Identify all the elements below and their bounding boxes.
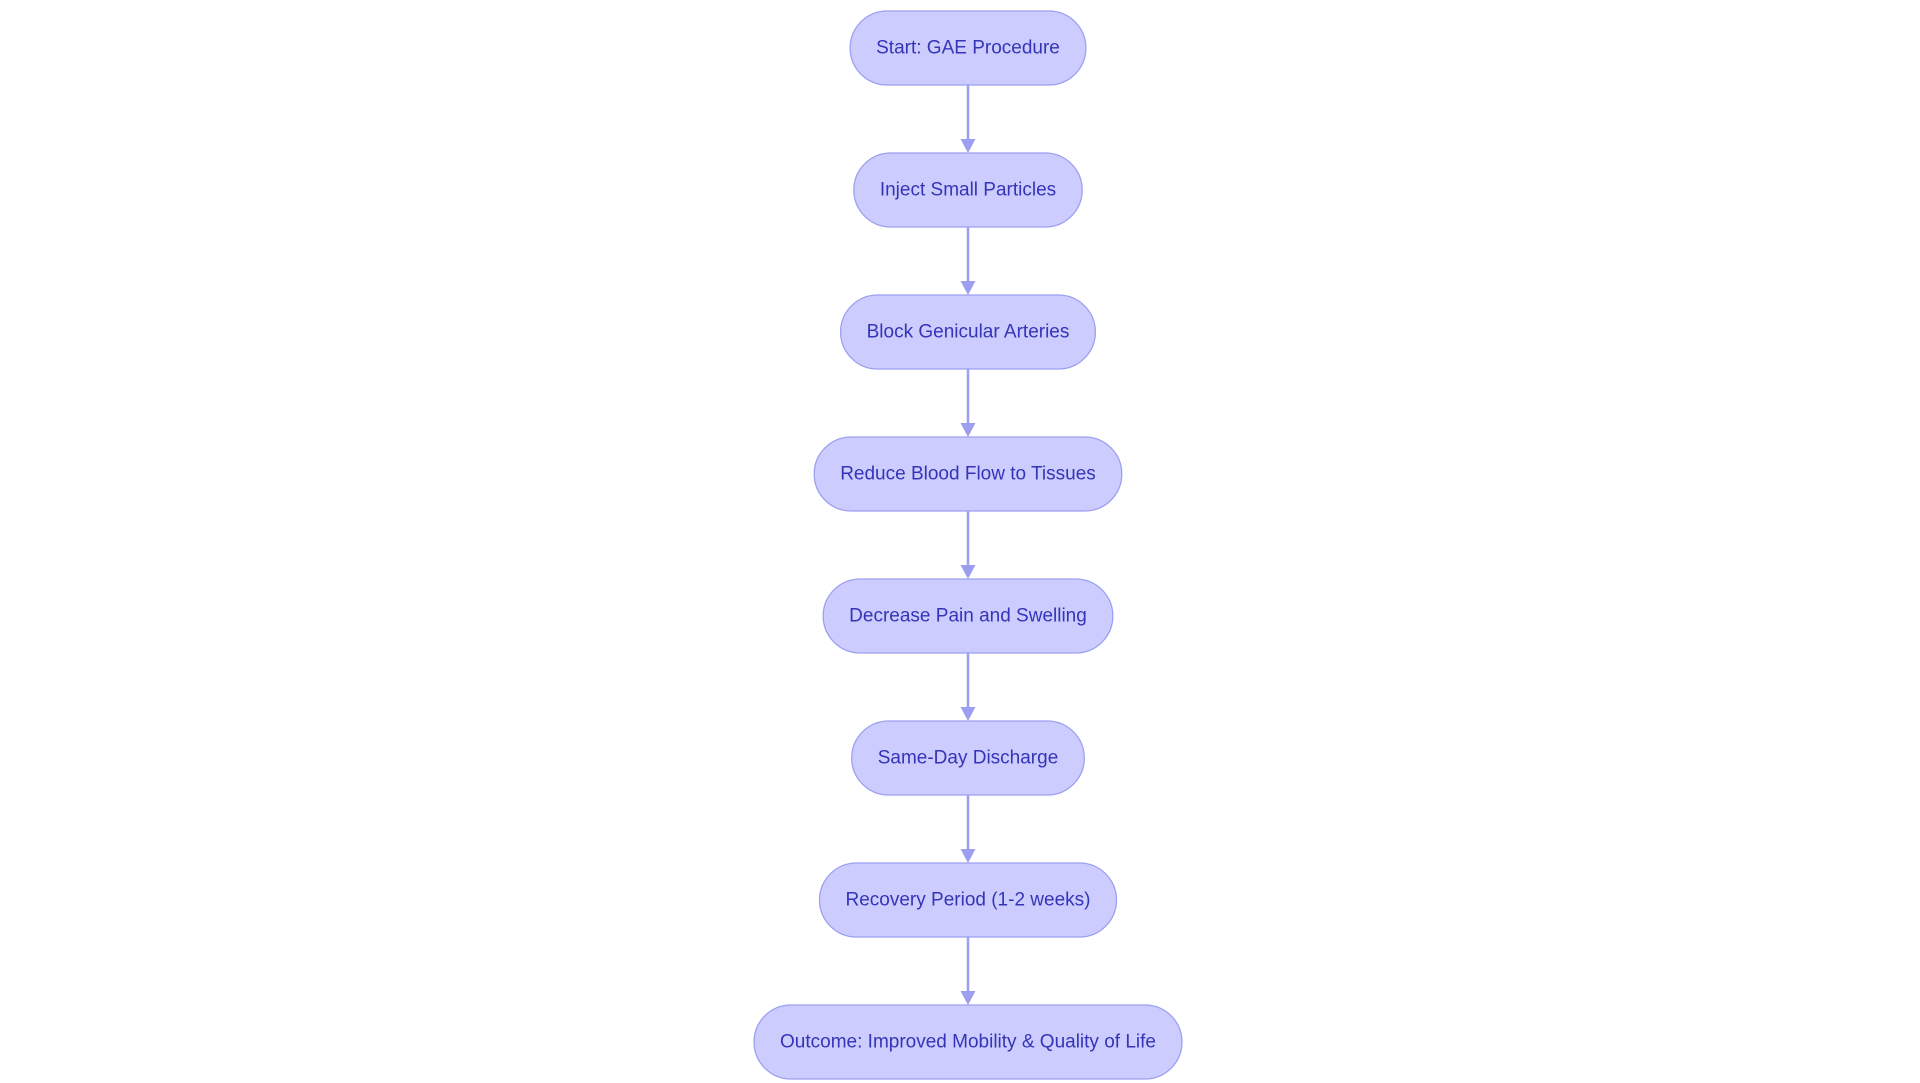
node-label-recovery: Recovery Period (1-2 weeks) xyxy=(846,890,1091,911)
node-box-discharge xyxy=(851,720,1085,796)
arrow-head-icon xyxy=(960,565,976,579)
node-box-start xyxy=(849,10,1087,86)
edges-layer xyxy=(960,85,976,1005)
flow-node-discharge: Same-Day Discharge xyxy=(851,720,1085,796)
flow-node-inject: Inject Small Particles xyxy=(853,152,1083,228)
flow-arrow-discharge-to-recovery xyxy=(960,795,976,863)
arrow-head-icon xyxy=(960,707,976,721)
node-box-reduce xyxy=(813,436,1123,512)
node-box-recovery xyxy=(818,862,1118,938)
flow-node-decrease: Decrease Pain and Swelling xyxy=(822,578,1114,654)
flow-arrow-reduce-to-decrease xyxy=(960,511,976,579)
flow-node-start: Start: GAE Procedure xyxy=(849,10,1087,86)
node-label-outcome: Outcome: Improved Mobility & Quality of … xyxy=(780,1032,1156,1053)
node-box-outcome xyxy=(753,1004,1183,1080)
arrow-head-icon xyxy=(960,281,976,295)
node-box-decrease xyxy=(822,578,1114,654)
node-label-discharge: Same-Day Discharge xyxy=(878,748,1059,769)
node-box-block xyxy=(839,294,1097,370)
flow-arrow-inject-to-block xyxy=(960,227,976,295)
flow-node-block: Block Genicular Arteries xyxy=(839,294,1097,370)
flow-node-reduce: Reduce Blood Flow to Tissues xyxy=(813,436,1123,512)
arrow-head-icon xyxy=(960,991,976,1005)
node-label-decrease: Decrease Pain and Swelling xyxy=(849,606,1087,627)
arrow-head-icon xyxy=(960,139,976,153)
flow-arrow-start-to-inject xyxy=(960,85,976,153)
flow-arrow-block-to-reduce xyxy=(960,369,976,437)
flow-node-outcome: Outcome: Improved Mobility & Quality of … xyxy=(753,1004,1183,1080)
arrow-head-icon xyxy=(960,423,976,437)
arrow-head-icon xyxy=(960,849,976,863)
node-label-inject: Inject Small Particles xyxy=(880,180,1056,201)
flow-arrow-recovery-to-outcome xyxy=(960,937,976,1005)
flow-arrow-decrease-to-discharge xyxy=(960,653,976,721)
node-label-start: Start: GAE Procedure xyxy=(876,38,1060,59)
node-box-inject xyxy=(853,152,1083,228)
flow-node-recovery: Recovery Period (1-2 weeks) xyxy=(818,862,1118,938)
node-label-reduce: Reduce Blood Flow to Tissues xyxy=(840,464,1096,485)
node-label-block: Block Genicular Arteries xyxy=(867,322,1070,343)
